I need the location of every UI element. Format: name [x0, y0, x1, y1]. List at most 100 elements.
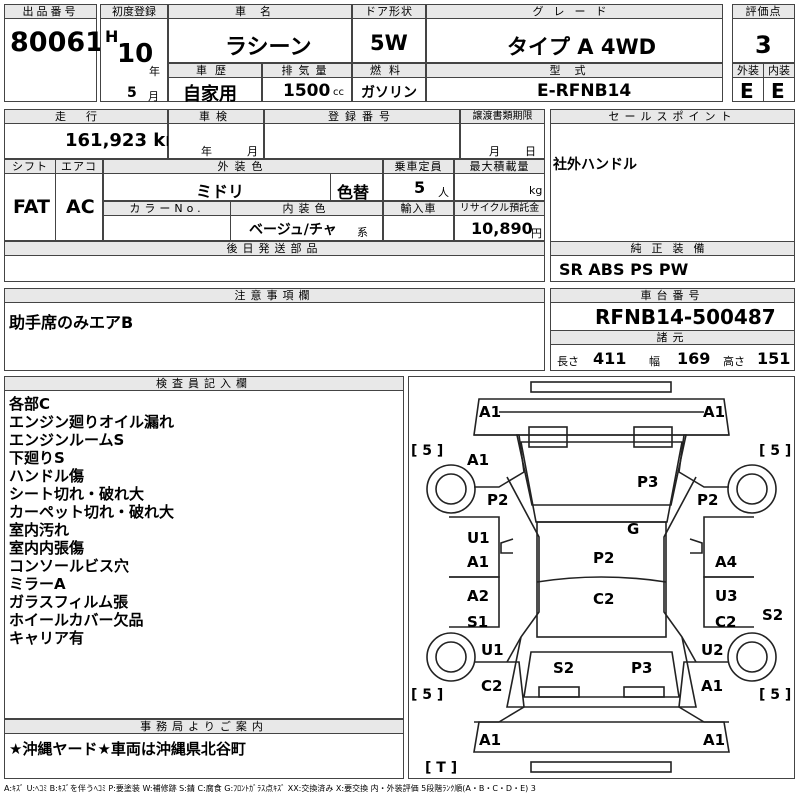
sales-point-label: セールスポイント [551, 110, 794, 124]
damage-diagram-cell: [ 5 ] [ 5 ] [ 5 ] [ 5 ] [ T ] A1 A1 A1 P… [408, 376, 795, 779]
fuel-cell: 燃料 ガソリン [352, 63, 426, 102]
int-color: ベージュ/チャ [249, 222, 337, 238]
width: 169 [677, 349, 711, 368]
first-registration-year: 10 [117, 39, 154, 69]
max-load-label: 最大積載量 [454, 159, 545, 174]
mileage-label: 走行 [5, 110, 167, 124]
damage-mark: C2 [715, 613, 736, 631]
damage-mark: U1 [481, 641, 504, 659]
transfer-day-unit: 日 [525, 145, 536, 158]
grade-cell: グレード タイプ A 4WD [426, 4, 723, 63]
displacement-cell: 排気量 1500 cc [262, 63, 352, 102]
color-no-label: カラーNo. [103, 201, 231, 216]
length: 411 [593, 349, 627, 368]
sales-point-cell: セールスポイント 社外ハンドル [550, 109, 795, 256]
mileage-cell: 走行 161,923 km [4, 109, 184, 159]
transfer-label: 譲渡書類期限 [461, 110, 544, 124]
displacement-label: 排気量 [263, 64, 351, 78]
damage-mark: C2 [481, 677, 502, 695]
genuine-equip: SR ABS PS PW [559, 260, 689, 279]
shift-cell: FAT [4, 173, 56, 241]
damage-mark: S1 [467, 613, 488, 631]
lot-number-label: 出品番号 [5, 5, 96, 19]
inspector-note: カーペット切れ・破れ大 [9, 503, 175, 521]
chassis-cell: 車台番号 RFNB14-500487 [550, 288, 795, 331]
ext-grade-label: 外装 [733, 64, 763, 78]
ext-grade-cell: 外装 E [732, 63, 764, 103]
inspector-note: エンジン廻りオイル漏れ [9, 413, 175, 431]
ext-color: ミドリ [196, 182, 245, 201]
inspector-note: キャリア有 [9, 629, 85, 647]
damage-mark: A1 [703, 731, 725, 749]
tire-fr-label: [ 5 ] [759, 443, 791, 459]
tire-rl-label: [ 5 ] [411, 687, 443, 703]
damage-mark: P3 [637, 473, 658, 491]
score-cell: 評価点 3 [732, 4, 795, 63]
first-registration-label: 初度登録 [101, 5, 167, 19]
later-parts-cell: 後日発送部品 [4, 241, 545, 282]
damage-mark: A1 [479, 403, 501, 421]
grade: タイプ A 4WD [507, 35, 657, 59]
int-grade-label: 内装 [764, 64, 794, 78]
inspector-note: シート切れ・破れ大 [9, 485, 145, 503]
car-name: ラシーン [225, 35, 312, 60]
sales-point: 社外ハンドル [553, 157, 637, 173]
max-load-cell: kg [454, 173, 545, 201]
history-cell: 車歴 自家用 [168, 63, 262, 105]
aircon: AC [66, 196, 95, 218]
first-registration-month: 5 [127, 85, 137, 101]
width-label: 幅 [649, 355, 660, 368]
damage-mark: A1 [467, 553, 489, 571]
inspector-note: 室内汚れ [9, 521, 70, 539]
transfer-cell: 譲渡書類期限 月 日 [460, 109, 545, 159]
int-grade-cell: 内装 E [763, 63, 795, 103]
first-registration-cell: 初度登録 H 10 年 5 月 [100, 4, 168, 103]
door-cell: ドア形状 5W [352, 4, 426, 63]
shift: FAT [13, 196, 50, 218]
chassis-label: 車台番号 [551, 289, 794, 303]
office-label: 事務局よりご案内 [5, 720, 403, 734]
model: E-RFNB14 [537, 81, 632, 101]
fuel-label: 燃料 [353, 64, 425, 78]
damage-mark: S2 [762, 606, 783, 624]
caution: 助手席のみエアB [9, 313, 134, 332]
caution-cell: 注意事項欄 助手席のみエアB [4, 288, 545, 371]
model-cell: 型式 E-RFNB14 [426, 63, 723, 102]
chassis-number: RFNB14-500487 [595, 305, 776, 329]
damage-mark: P2 [487, 491, 508, 509]
inspector-note: エンジンルームS [9, 431, 125, 449]
reg-no-label: 登録番号 [265, 110, 459, 124]
aircon-cell: AC [55, 173, 103, 241]
specs-label: 諸元 [551, 331, 794, 345]
ext-color-cell: ミドリ [103, 173, 331, 201]
door-type: 5W [370, 31, 408, 55]
capacity-cell: 5 人 [383, 173, 454, 201]
int-grade: E [771, 79, 785, 103]
repaint-cell: 色替 [330, 173, 383, 202]
color-no-cell [103, 215, 231, 241]
transfer-month-unit: 月 [489, 145, 500, 158]
caution-label: 注意事項欄 [5, 289, 544, 303]
capacity: 5 [414, 178, 426, 197]
recycle-cell: 10,890 円 [454, 215, 545, 241]
displacement: 1500 [283, 81, 331, 101]
ext-color-label: 外装色 [103, 159, 383, 174]
history-label: 車歴 [169, 64, 261, 78]
fuel: ガソリン [361, 85, 417, 101]
genuine-equip-cell: 純正装備 SR ABS PS PW [550, 241, 795, 282]
int-color-cell: ベージュ/チャ 系 [230, 215, 383, 241]
damage-mark: C2 [593, 590, 614, 608]
capacity-label: 乗車定員 [383, 159, 454, 174]
inspector-note: 下廻りS [9, 449, 65, 467]
repaint: 色替 [337, 183, 370, 202]
damage-mark: P3 [631, 659, 652, 677]
score: 3 [755, 31, 772, 59]
damage-mark: A1 [703, 403, 725, 421]
inspector-note: ホイールカバー欠品 [9, 611, 144, 629]
inspector-note: 各部C [9, 395, 51, 413]
reg-no-cell: 登録番号 [264, 109, 460, 159]
capacity-unit: 人 [438, 186, 449, 199]
damage-mark: G [627, 520, 639, 538]
